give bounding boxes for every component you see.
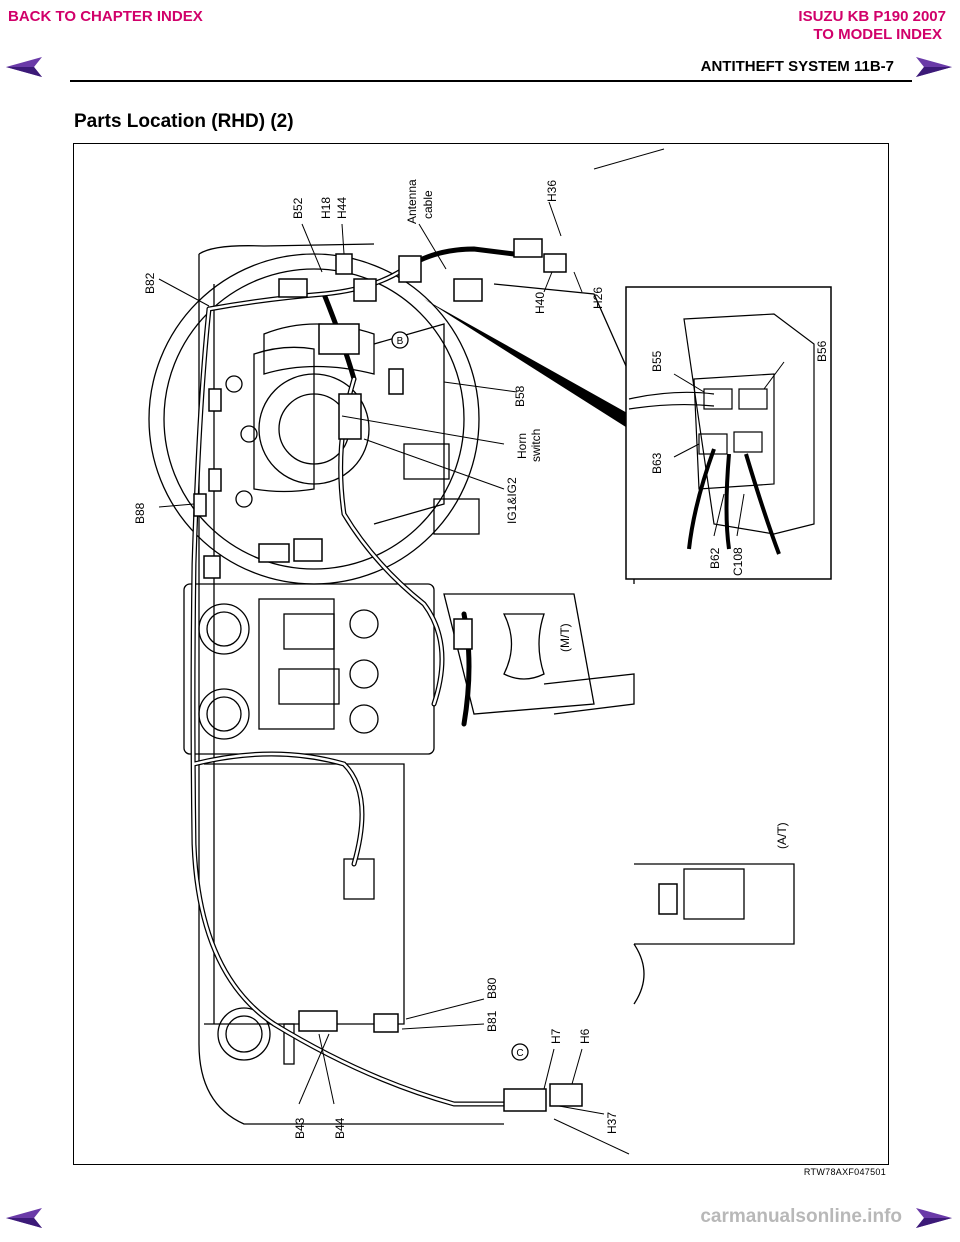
header-rule <box>70 80 912 82</box>
label-b82: B82 <box>143 272 157 294</box>
label-b52: B52 <box>291 197 305 219</box>
book-title-link[interactable]: ISUZU KB P190 2007 <box>798 8 946 25</box>
detail-wedge <box>424 299 629 429</box>
parts-location-diagram: B C <box>73 143 889 1165</box>
label-b88: B88 <box>133 502 147 524</box>
label-c108: C108 <box>731 547 745 576</box>
label-b81: B81 <box>485 1010 499 1032</box>
label-h40: H40 <box>533 292 547 314</box>
figure-code: RTW78AXF047501 <box>803 1167 886 1177</box>
label-mt: (M/T) <box>558 623 572 652</box>
next-page-arrow-bottom-icon[interactable] <box>914 1206 954 1230</box>
label-b80: B80 <box>485 977 499 999</box>
label-b43: B43 <box>293 1117 307 1139</box>
label-at: (A/T) <box>775 822 789 849</box>
label-b55: B55 <box>650 350 664 372</box>
label-b56: B56 <box>815 340 829 362</box>
marker-b: B <box>397 336 404 347</box>
label-h44: H44 <box>335 197 349 219</box>
watermark: carmanualsonline.info <box>700 1206 902 1227</box>
next-page-arrow-icon[interactable] <box>914 55 954 79</box>
label-h18: H18 <box>319 197 333 219</box>
label-h26: H26 <box>591 287 605 309</box>
label-b63: B63 <box>650 452 664 474</box>
label-b58: B58 <box>513 385 527 407</box>
wiring-harness-drawing: B C <box>133 148 832 1155</box>
b55-b56-detail-inset <box>625 286 832 580</box>
marker-c: C <box>516 1048 523 1059</box>
label-horn-line2: switch <box>529 429 543 462</box>
label-ig1-ig2: IG1&IG2 <box>505 477 519 524</box>
prev-page-arrow-bottom-icon[interactable] <box>4 1206 44 1230</box>
label-horn-line1: Horn <box>515 433 529 459</box>
label-h37: H37 <box>605 1112 619 1134</box>
label-h7: H7 <box>549 1028 563 1044</box>
back-to-chapter-index-link[interactable]: BACK TO CHAPTER INDEX <box>8 8 203 25</box>
label-b44: B44 <box>333 1117 347 1139</box>
section-title: ANTITHEFT SYSTEM 11B-7 <box>700 58 894 75</box>
label-h36: H36 <box>545 180 559 202</box>
label-h6: H6 <box>578 1028 592 1044</box>
prev-page-arrow-icon[interactable] <box>4 55 44 79</box>
to-model-index-link[interactable]: TO MODEL INDEX <box>813 26 942 43</box>
label-b62: B62 <box>708 547 722 569</box>
label-antenna-line2: cable <box>421 190 435 219</box>
label-antenna-line1: Antenna <box>405 179 419 224</box>
page-heading: Parts Location (RHD) (2) <box>74 111 294 132</box>
